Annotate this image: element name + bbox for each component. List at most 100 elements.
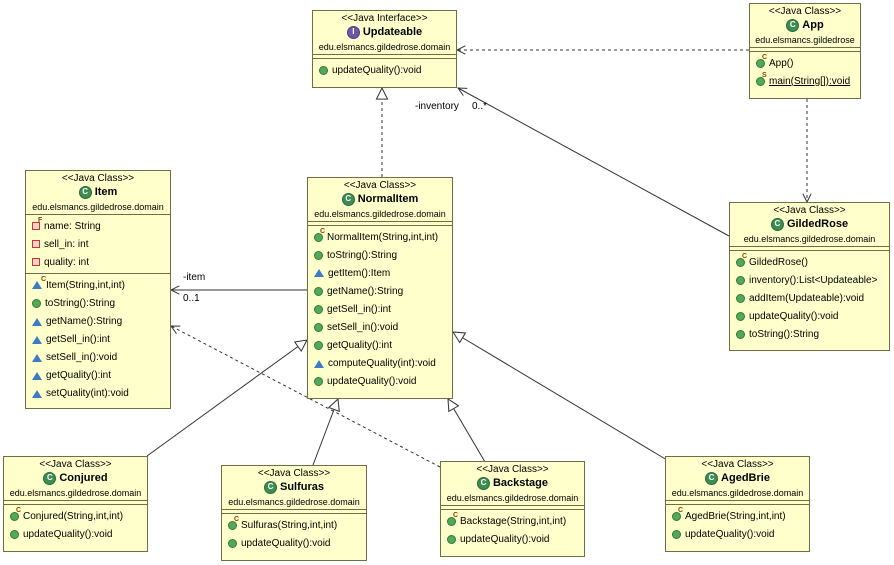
operation-row[interactable]: getSell_in():int (26, 331, 170, 349)
operation-text: getName():String (327, 285, 404, 297)
item-role-label: -item (183, 272, 206, 283)
package-label: edu.elsmancs.gildedrose.domain (228, 497, 360, 507)
operation-row[interactable]: updateQuality():void (313, 61, 456, 79)
protected-visibility-icon: C (32, 276, 46, 290)
operation-text: main(String[]):void (769, 75, 851, 87)
operation-text: App() (769, 57, 794, 69)
modifier-badge: C (320, 227, 326, 235)
operation-row[interactable]: updateQuality():void (730, 307, 889, 325)
package-label: edu.elsmancs.gildedrose.domain (743, 234, 876, 244)
operation-row[interactable]: updateQuality():void (308, 373, 452, 391)
operation-row[interactable]: addItem(Updateable):void (730, 289, 889, 307)
public-visibility-icon (736, 275, 745, 285)
modifier-badge: C (234, 515, 240, 523)
operation-row[interactable]: getName():String (26, 312, 170, 330)
public-visibility-icon: C (447, 512, 458, 526)
public-visibility-icon (314, 304, 323, 314)
attributes-compartment (4, 501, 147, 505)
class-name: Updateable (362, 26, 423, 38)
operation-row[interactable]: inventory():List<Updateable> (730, 271, 889, 289)
attribute-row[interactable]: sell_in: int (26, 235, 170, 253)
private-visibility-icon: F (32, 217, 42, 231)
inventory-role-label: -inventory (415, 101, 459, 112)
operation-text: updateQuality():void (460, 533, 550, 545)
operation-row[interactable]: computeQuality(int):void (308, 355, 452, 373)
public-visibility-icon: C (228, 516, 239, 530)
operation-row[interactable]: getQuality():int (308, 337, 452, 355)
public-visibility-icon: S (756, 72, 767, 86)
public-visibility-icon (314, 341, 323, 351)
package-label: edu.elsmancs.gildedrose.domain (314, 209, 446, 219)
operation-text: setQuality(int):void (46, 388, 129, 400)
modifier-badge: C (678, 506, 684, 514)
public-visibility-icon: C (314, 228, 325, 242)
operation-row[interactable]: getName():String (308, 282, 452, 300)
operation-row[interactable]: getQuality():int (26, 367, 170, 385)
operation-text: toString():String (327, 249, 398, 261)
operation-row[interactable]: getSell_in():int (308, 300, 452, 318)
attribute-row[interactable]: quality: int (26, 253, 170, 271)
operation-row[interactable]: toString():String (730, 325, 889, 343)
attributes-compartment (222, 510, 366, 514)
public-visibility-icon: C (672, 507, 683, 521)
operation-row[interactable]: updateQuality():void (666, 525, 809, 543)
package-label: edu.elsmancs.gildedrose.domain (671, 488, 804, 498)
attributes-compartment (441, 506, 584, 510)
operation-row[interactable]: setQuality(int):void (26, 385, 170, 403)
operation-text: GildedRose() (749, 256, 808, 268)
class-name: NormalItem (357, 193, 419, 205)
operation-row[interactable]: updateQuality():void (441, 530, 584, 548)
operation-row[interactable]: updateQuality():void (4, 525, 147, 543)
public-visibility-icon (228, 538, 237, 548)
protected-visibility-icon (314, 269, 324, 278)
public-visibility-icon (736, 311, 745, 321)
class-icon: C (341, 192, 355, 206)
protected-visibility-icon (32, 335, 42, 344)
attribute-text: quality: int (44, 256, 90, 268)
operation-text: toString():String (45, 297, 116, 309)
package-label: edu.elsmancs.gildedrose.domain (446, 493, 579, 503)
operation-row[interactable]: toString():String (308, 246, 452, 264)
class-icon: C (263, 480, 277, 494)
attributes-compartment (666, 501, 809, 505)
operation-row[interactable]: toString():String (26, 294, 170, 312)
operation-text: addItem(Updateable):void (749, 292, 865, 304)
stereotype-label: <<Java Class>> (476, 464, 549, 475)
attribute-text: name: String (44, 220, 101, 232)
operation-text: updateQuality():void (23, 528, 113, 540)
operation-row[interactable]: setSell_in():void (308, 318, 452, 336)
operation-row[interactable]: setSell_in():void (26, 349, 170, 367)
operation-row[interactable]: getItem():Item (308, 264, 452, 282)
class-name: Conjured (59, 472, 108, 484)
operation-row[interactable]: updateQuality():void (222, 534, 366, 552)
public-visibility-icon (319, 65, 328, 75)
public-visibility-icon (314, 323, 323, 333)
